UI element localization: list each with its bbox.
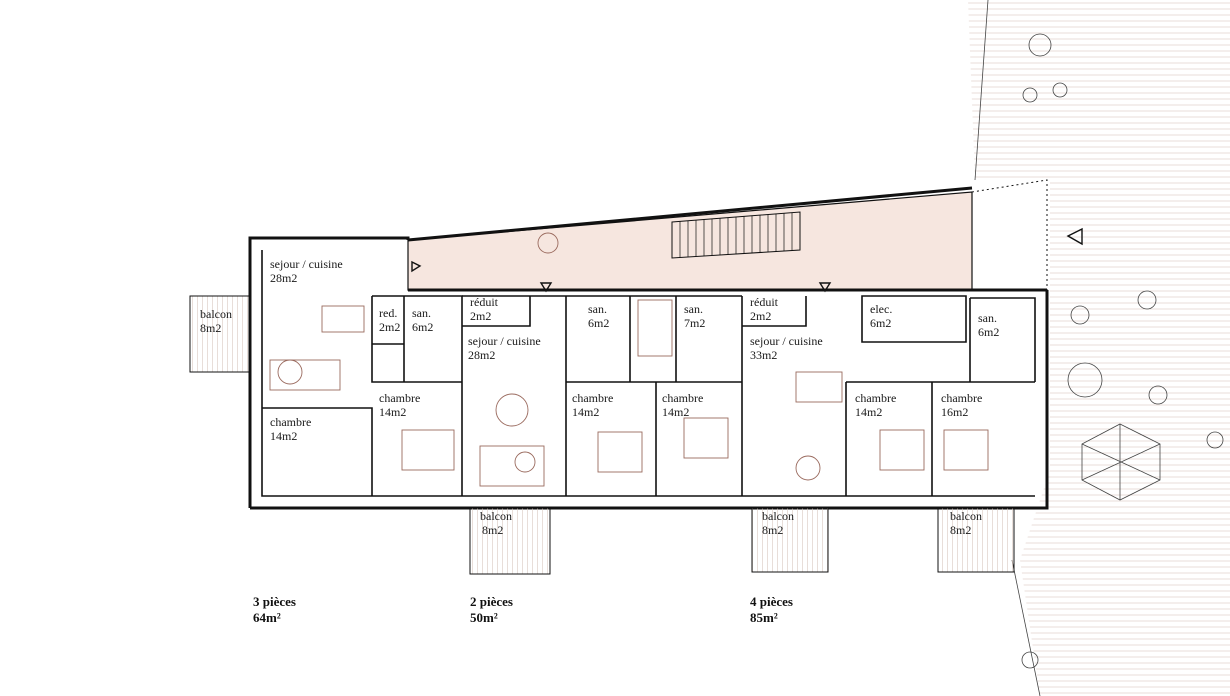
corridor bbox=[407, 191, 973, 291]
balcon-left bbox=[189, 295, 251, 373]
room-label: san.6m2 bbox=[588, 302, 609, 330]
room-label: san.7m2 bbox=[684, 302, 705, 330]
furniture bbox=[269, 232, 989, 487]
room-label: san.6m2 bbox=[978, 311, 999, 339]
room-label: red.2m2 bbox=[379, 306, 400, 334]
room-label: san.6m2 bbox=[412, 306, 433, 334]
room-label: elec.6m2 bbox=[870, 302, 892, 330]
entry-arrow-main bbox=[1066, 227, 1083, 246]
entrance-arrows bbox=[411, 227, 1083, 293]
entry-arrow-3 bbox=[818, 282, 832, 293]
balconies bbox=[189, 295, 1015, 575]
terrace-outline bbox=[971, 179, 1048, 290]
garden-terrace bbox=[968, 0, 1230, 696]
entry-arrow-1 bbox=[411, 260, 422, 273]
staircase bbox=[671, 211, 801, 259]
balcon-mid bbox=[469, 507, 551, 575]
entry-arrow-2 bbox=[539, 282, 553, 293]
garden-furniture bbox=[1021, 33, 1224, 669]
balcon-right-1 bbox=[751, 507, 829, 573]
balcon-right-2 bbox=[937, 507, 1015, 573]
